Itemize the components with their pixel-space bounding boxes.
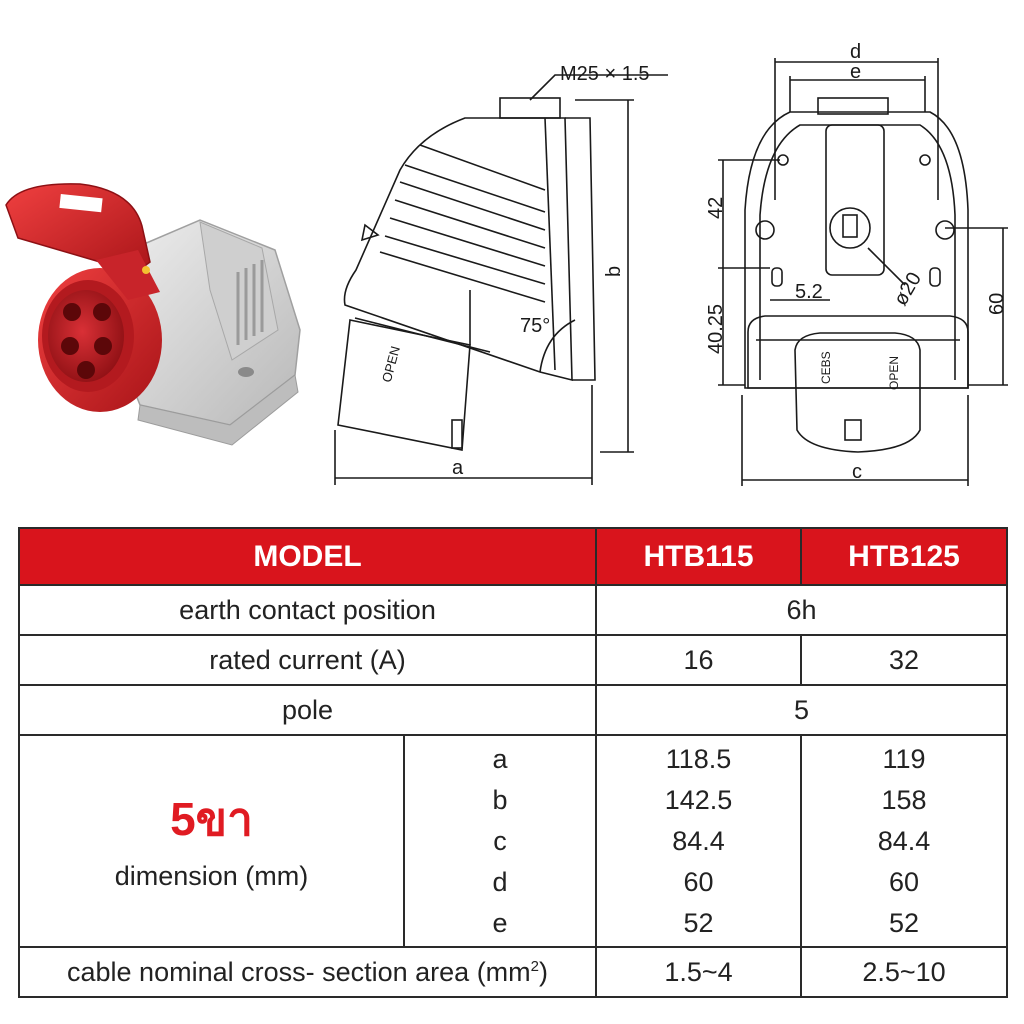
dim-c-label: c: [852, 461, 862, 483]
dim-value: 84.4: [877, 825, 931, 856]
product-drawings: M25 × 1.5 75° a b OPEN: [5, 41, 1008, 486]
table-row-pole: pole 5: [17, 684, 1009, 736]
cable-value-2: 2.5~10: [800, 946, 1009, 998]
spec-table: MODEL HTB115 HTB125 earth contact positi…: [17, 527, 1009, 998]
header-model-2: HTB125: [800, 527, 1009, 586]
dim-key: b: [492, 784, 508, 815]
dim-a-label: a: [452, 457, 464, 479]
table-row-earth: earth contact position 6h: [17, 584, 1009, 636]
table-row-cable: cable nominal cross- section area (mm2) …: [17, 946, 1009, 998]
cable-label-end: ): [539, 956, 549, 987]
current-label: rated current (A): [17, 634, 598, 686]
cable-label-cell: cable nominal cross- section area (mm2): [17, 946, 598, 998]
dimension-values-1: 118.5 142.5 84.4 60 52: [595, 734, 803, 948]
dim-key: c: [493, 825, 507, 856]
header-model-1: HTB115: [595, 527, 803, 586]
front-view-drawing: [718, 58, 1008, 486]
dim-42-label: 42: [705, 197, 727, 219]
cable-label: cable nominal cross- section area (mm: [67, 956, 531, 987]
dim-40-25-label: 40.25: [705, 304, 727, 354]
dim-60-label: 60: [986, 293, 1008, 315]
cable-value-1: 1.5~4: [595, 946, 803, 998]
socket-photo: [5, 183, 301, 446]
dimension-label: dimension (mm): [114, 860, 309, 891]
product-figure: M25 × 1.5 75° a b OPEN: [0, 0, 1024, 500]
dim-5-2-label: 5.2: [795, 281, 823, 303]
dim-value: 142.5: [664, 784, 733, 815]
header-model: MODEL: [17, 527, 598, 586]
thai-pole-label: 5ขา: [170, 792, 253, 845]
thread-label: M25 × 1.5: [560, 63, 650, 85]
dim-value: 158: [881, 784, 927, 815]
side-open-label: OPEN: [379, 344, 403, 383]
cable-label-sup: 2: [530, 957, 540, 975]
current-value-1: 16: [595, 634, 803, 686]
pole-value: 5: [595, 684, 1009, 736]
spec-table-wrap: MODEL HTB115 HTB125 earth contact positi…: [17, 527, 1009, 998]
dim-value: 60: [683, 866, 714, 897]
table-row-dimension: 5ขา dimension (mm) a b c d e 118.5 142.5…: [18, 734, 1009, 948]
dim-key: d: [492, 866, 508, 897]
dimension-keys: a b c d e: [402, 734, 598, 948]
side-view-drawing: [334, 74, 668, 485]
dimension-values-2: 119 158 84.4 60 52: [800, 734, 1009, 948]
dim-e-label: e: [850, 61, 861, 83]
dim-key: a: [492, 743, 508, 774]
angle-label: 75°: [520, 315, 550, 337]
dim-d-label: d: [850, 41, 861, 63]
table-header-row: MODEL HTB115 HTB125: [17, 527, 1009, 586]
dim-value: 52: [683, 907, 714, 938]
earth-label: earth contact position: [17, 584, 598, 636]
dim-value: 60: [888, 866, 920, 897]
table-row-current: rated current (A) 16 32: [17, 634, 1009, 686]
dim-value: 119: [882, 743, 926, 774]
front-ceb-label: CEBS: [819, 351, 833, 384]
dim-value: 52: [888, 907, 920, 938]
front-open-label: OPEN: [887, 356, 901, 390]
dim-b-label: b: [603, 266, 625, 277]
dimension-label-cell: 5ขา dimension (mm): [18, 734, 405, 948]
dim-key: e: [492, 907, 508, 938]
dim-value: 84.4: [672, 825, 725, 856]
current-value-2: 32: [800, 634, 1009, 686]
pole-label: pole: [17, 684, 598, 736]
earth-value: 6h: [595, 584, 1009, 636]
dim-value: 118.5: [665, 743, 732, 774]
